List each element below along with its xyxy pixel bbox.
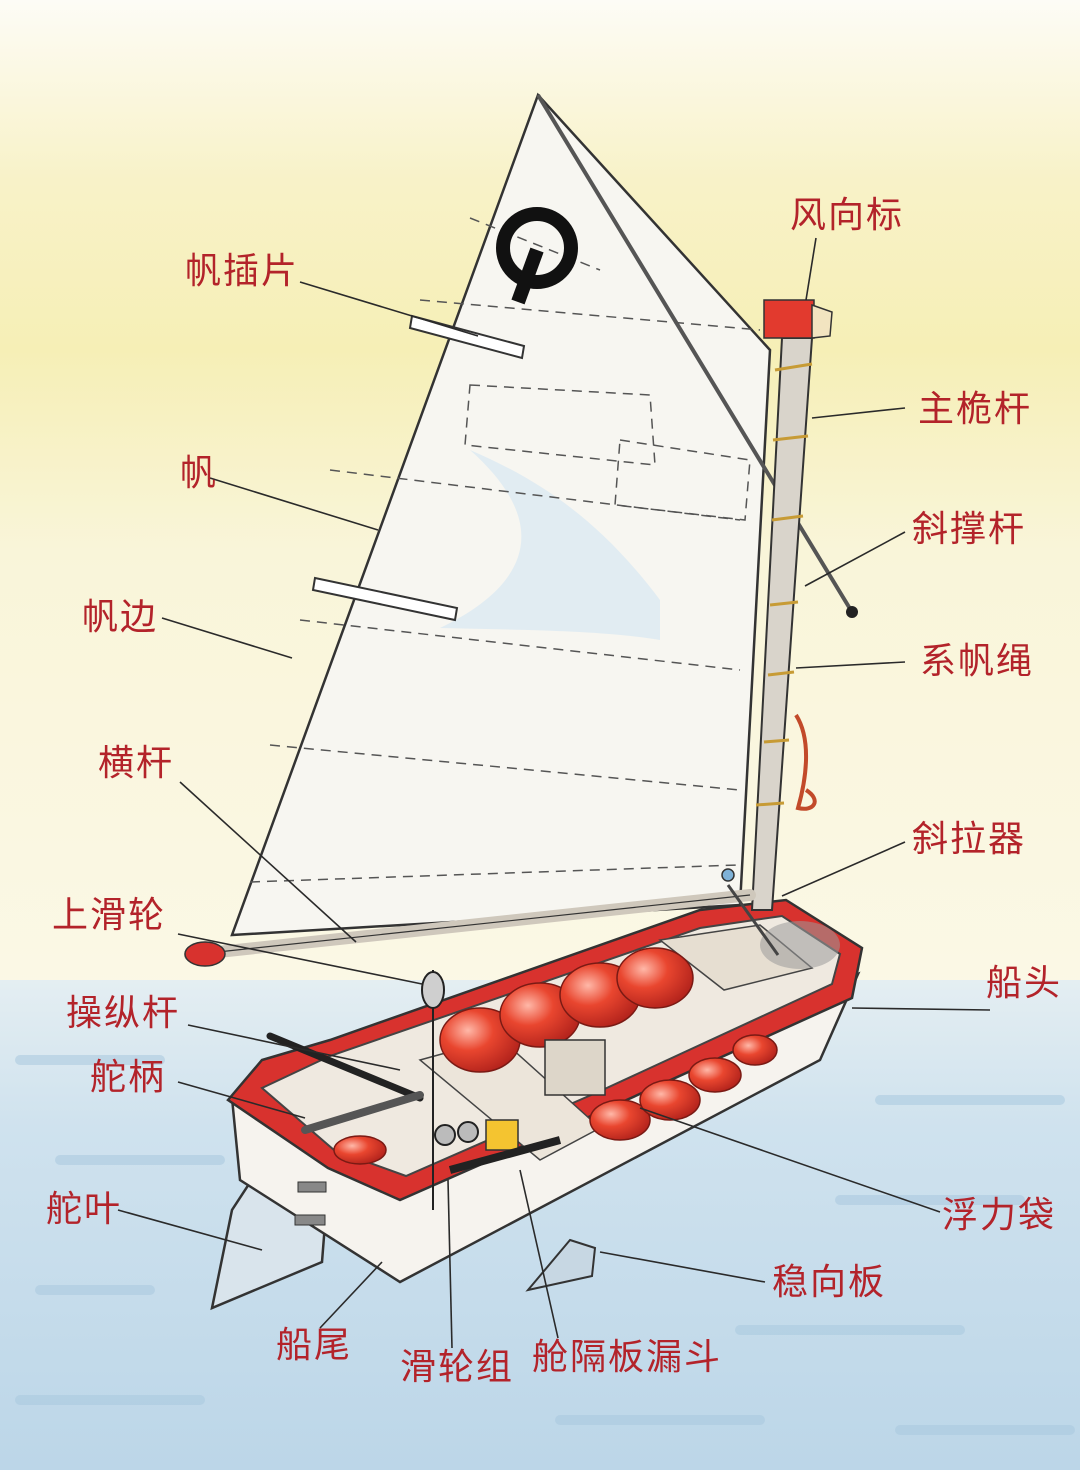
label-mast: 主桅杆 [918, 389, 1033, 430]
sail-shape [230, 92, 772, 937]
label-sail: 帆 [180, 453, 219, 494]
sail-seams [249, 217, 761, 883]
mainsheet-block [421, 970, 479, 1210]
label-buoyancy-bags: 浮力袋 [942, 1195, 1057, 1236]
sail-battens [311, 314, 526, 622]
wind-vane-flag [763, 299, 815, 339]
label-bulkhead-funnel: 舱隔板漏斗 [532, 1337, 723, 1378]
bailer-shape [485, 1119, 519, 1151]
sail-logo [496, 207, 578, 305]
black-strap [448, 1136, 562, 1174]
label-centerboard: 稳向板 [772, 1262, 887, 1303]
label-sail-batten: 帆插片 [185, 251, 300, 292]
label-tiller-extension: 操纵杆 [66, 993, 181, 1034]
label-wind-vane: 风向标 [790, 195, 905, 236]
leader-lines [117, 237, 991, 1349]
label-vang: 斜拉器 [912, 819, 1027, 860]
halyard-tail [794, 713, 817, 811]
boom-end [184, 941, 226, 967]
mast-ties [755, 362, 813, 807]
label-bow: 船头 [986, 963, 1063, 1004]
label-sprit: 斜撑杆 [912, 509, 1027, 550]
tiller-extension-shape [266, 1032, 424, 1102]
label-luff-ties: 系帆绳 [920, 641, 1035, 682]
water-strokes [15, 1055, 1075, 1435]
sprit-end [846, 606, 858, 618]
vang-shape [726, 884, 780, 956]
mast-step [760, 921, 840, 969]
sail-window [440, 450, 660, 640]
label-stern: 船尾 [276, 1325, 353, 1366]
rudder-fittings [294, 1181, 327, 1226]
wind-vane-tip [811, 303, 833, 339]
tiller-shape [301, 1091, 424, 1134]
label-rudder-blade: 舵叶 [46, 1189, 123, 1230]
label-pulley-block: 滑轮组 [400, 1347, 515, 1388]
label-upper-block: 上滑轮 [52, 895, 167, 936]
buoyancy-bags [333, 947, 778, 1165]
label-boom: 横杆 [98, 743, 175, 784]
seat-block [544, 1039, 606, 1096]
label-sail-edge: 帆边 [82, 597, 159, 638]
label-tiller: 舵柄 [90, 1057, 167, 1098]
